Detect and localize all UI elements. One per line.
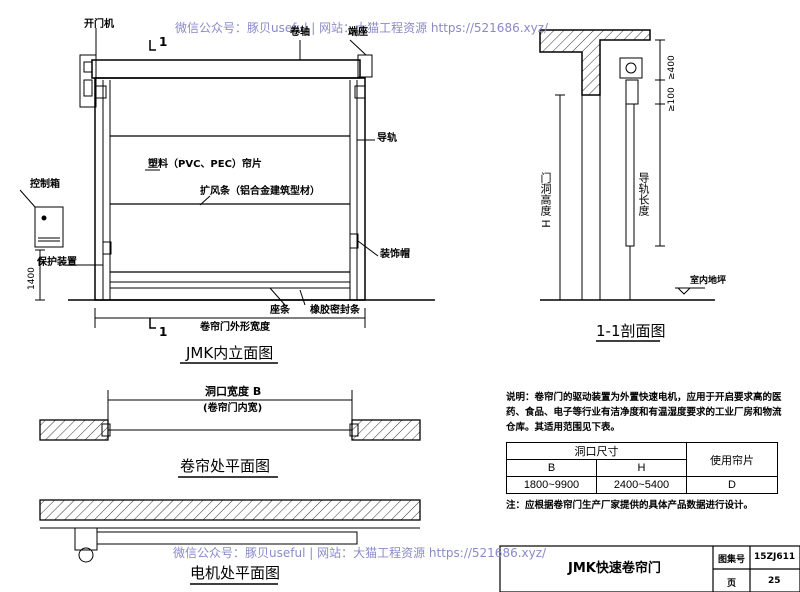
label-bottom-bar: 座条 [270,305,290,316]
plan-width-sub: (卷帘门内宽) [203,403,263,414]
table-val-b: 1800~9900 [506,476,597,494]
plan-motor-body [74,527,98,551]
watermark-top: 微信公众号：豚贝useful | 网站：大猫工程资源 https://52168… [175,21,549,35]
end-seat [357,54,373,78]
atlas-value: 15ZJ611 [754,552,796,562]
opener-motor [79,54,97,108]
dim-100: ≥100 [667,87,677,112]
dim-400: ≥400 [667,55,677,80]
drawing-title: JMK快速卷帘门 [568,561,661,576]
table-col-b: B [506,459,597,477]
label-end-seat: 端座 [348,27,368,38]
reel-shaft [91,59,361,79]
section-mark-top: 1 [159,35,168,49]
lintel [539,29,651,96]
plan-motor-view [39,499,421,585]
label-curtain: 塑料（PVC、PEC）帘片 [148,159,262,170]
label-rubber-seal: 橡胶密封条 [310,305,360,316]
section-cut-bottom [149,318,156,329]
label-control-box: 控制箱 [30,179,60,190]
plan-motor-wall [39,499,421,521]
plan-wall-left [39,419,109,441]
label-width: 卷帘门外形宽度 [200,322,270,333]
title-block [499,545,800,592]
label-guide-rail: 导轨 [377,133,397,144]
label-opener: 开门机 [84,19,114,30]
label-reel-shaft: 卷轴 [290,27,310,38]
label-protector: 保护装置 [37,257,77,268]
page-value: 25 [768,576,781,586]
elevation-title: JMK内立面图 [186,344,274,362]
table-val-curtain: D [686,476,778,494]
label-trim-cap: 装饰帽 [380,249,410,260]
table-header-size: 洞口尺寸 [506,442,687,460]
section-mark-bottom: 1 [159,325,168,339]
plan-motor-title: 电机处平面图 [190,564,281,582]
table-header-curtain: 使用帘片 [686,442,778,477]
watermark-bottom: 微信公众号：豚贝useful | 网站：大猫工程资源 https://52168… [173,546,547,560]
section-title: 1-1剖面图 [596,322,666,340]
page-label: 页 [727,579,737,589]
plan-curtain-title: 卷帘处平面图 [180,457,271,475]
table-val-h: 2400~5400 [596,476,687,494]
label-floor: 室内地坪 [690,276,727,286]
size-table: 洞口尺寸 使用帘片 B H 1800~9900 2400~5400 D [506,442,778,494]
plan-curtain-view [39,390,421,478]
section-motor [619,57,643,79]
section-rail [625,103,635,247]
table-col-h: H [596,459,687,477]
notes-text: 说明：卷帘门的驱动装置为外置快速电机，应用于开启要求高的医药、食品、电子等行业有… [506,392,782,433]
control-box [34,206,64,248]
label-wind-bar: 扩风条（铝合金建筑型材） [200,186,320,197]
section-cut-top [149,40,156,51]
atlas-label: 图集号 [718,555,746,565]
elevation-view [19,28,435,364]
plan-wall-right [351,419,421,441]
dim-1400: 1400 [27,267,37,290]
label-rail-length: 导轨长度 [637,172,650,216]
label-opening-height: 门洞高度 H [539,172,552,228]
notes-footnote: 注：应根据卷帘门生产厂家提供的具体产品数据进行设计。 [506,500,754,511]
section-view [539,29,715,342]
bottom-bar [109,281,351,289]
plan-width-label: 洞口宽度 B [205,385,262,398]
